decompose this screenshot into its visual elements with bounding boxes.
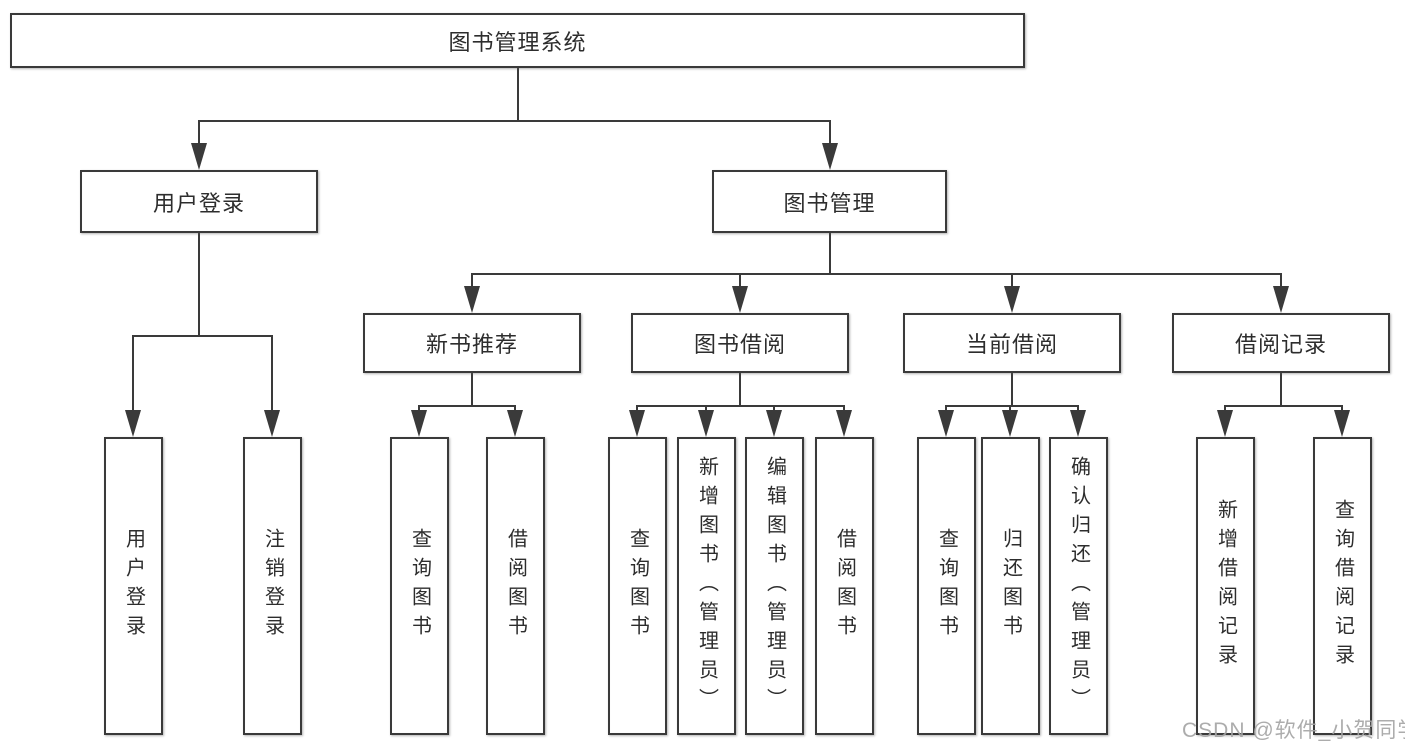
node-label: 注销登录 <box>261 528 284 644</box>
node-label: 借阅图书 <box>833 528 856 644</box>
node-label: 编辑图书（管理员） <box>763 455 786 717</box>
connector-segment <box>418 405 516 407</box>
arrowhead-down-icon <box>822 143 838 170</box>
connector-segment <box>471 273 473 289</box>
node-label: 图书管理系统 <box>448 29 587 55</box>
node-book-management: 图书管理 <box>712 170 947 233</box>
node-leaf-edit-books-admin: 编辑图书（管理员） <box>745 437 804 735</box>
arrowhead-down-icon <box>125 410 141 437</box>
node-label: 借阅记录 <box>1234 332 1327 357</box>
connector-segment <box>471 273 1282 275</box>
arrowhead-down-icon <box>411 410 427 437</box>
arrowhead-down-icon <box>1004 286 1020 313</box>
arrowhead-down-icon <box>1273 286 1289 313</box>
arrowhead-down-icon <box>938 410 954 437</box>
node-leaf-confirm-return-admin: 确认归还（管理员） <box>1049 437 1108 735</box>
node-label: 当前借阅 <box>965 332 1058 357</box>
connector-segment <box>829 120 831 146</box>
connector-segment <box>829 233 831 273</box>
connector-segment <box>636 405 845 407</box>
arrowhead-down-icon <box>1070 410 1086 437</box>
node-leaf-logout: 注销登录 <box>243 437 302 735</box>
connector-segment <box>1280 373 1282 407</box>
node-label: 查询图书 <box>935 528 958 644</box>
node-label: 查询借阅记录 <box>1331 499 1354 673</box>
node-leaf-query-borrow-record: 查询借阅记录 <box>1313 437 1372 735</box>
node-current-borrowing: 当前借阅 <box>903 313 1121 373</box>
connector-segment <box>198 233 200 335</box>
arrowhead-down-icon <box>1217 410 1233 437</box>
node-leaf-add-borrow-record: 新增借阅记录 <box>1196 437 1255 735</box>
arrowhead-down-icon <box>836 410 852 437</box>
connector-segment <box>1011 273 1013 289</box>
arrowhead-down-icon <box>629 410 645 437</box>
node-label: 确认归还（管理员） <box>1067 455 1090 717</box>
node-leaf-query-books-recommend: 查询图书 <box>390 437 449 735</box>
node-label: 用户登录 <box>122 528 145 644</box>
node-label: 新增图书（管理员） <box>695 455 718 717</box>
arrowhead-down-icon <box>1002 410 1018 437</box>
connector-segment <box>132 335 273 337</box>
connector-segment <box>739 273 741 289</box>
node-leaf-query-books-current: 查询图书 <box>917 437 976 735</box>
arrowhead-down-icon <box>507 410 523 437</box>
node-library-management-system: 图书管理系统 <box>10 13 1025 68</box>
connector-segment <box>132 335 134 413</box>
node-label: 新书推荐 <box>425 332 518 357</box>
node-borrowing-records: 借阅记录 <box>1172 313 1390 373</box>
node-leaf-borrow-books-recommend: 借阅图书 <box>486 437 545 735</box>
connector-segment <box>1224 405 1343 407</box>
connector-segment <box>198 120 831 122</box>
arrowhead-down-icon <box>766 410 782 437</box>
node-leaf-borrow-books: 借阅图书 <box>815 437 874 735</box>
node-label: 图书借阅 <box>693 332 786 357</box>
connector-segment <box>1280 273 1282 289</box>
connector-segment <box>945 405 1079 407</box>
node-leaf-add-books-admin: 新增图书（管理员） <box>677 437 736 735</box>
connector-segment <box>517 68 519 122</box>
connector-segment <box>471 373 473 407</box>
node-label: 查询图书 <box>408 528 431 644</box>
connector-segment <box>198 120 200 146</box>
node-label: 借阅图书 <box>504 528 527 644</box>
node-leaf-query-books-borrowing: 查询图书 <box>608 437 667 735</box>
connector-segment <box>271 335 273 413</box>
connector-segment <box>1011 373 1013 407</box>
csdn-watermark: CSDN @软件_小贺同学 <box>1182 719 1405 742</box>
node-leaf-return-books: 归还图书 <box>981 437 1040 735</box>
node-new-book-recommend: 新书推荐 <box>363 313 581 373</box>
arrowhead-down-icon <box>698 410 714 437</box>
arrowhead-down-icon <box>191 143 207 170</box>
node-label: 用户登录 <box>152 190 245 216</box>
arrowhead-down-icon <box>464 286 480 313</box>
connector-segment <box>739 373 741 407</box>
node-label: 图书管理 <box>783 190 876 216</box>
node-label: 查询图书 <box>626 528 649 644</box>
arrowhead-down-icon <box>732 286 748 313</box>
node-book-borrowing: 图书借阅 <box>631 313 849 373</box>
arrowhead-down-icon <box>264 410 280 437</box>
node-user-login: 用户登录 <box>80 170 318 233</box>
node-leaf-user-login: 用户登录 <box>104 437 163 735</box>
node-label: 归还图书 <box>999 528 1022 644</box>
arrowhead-down-icon <box>1334 410 1350 437</box>
node-label: 新增借阅记录 <box>1214 499 1237 673</box>
